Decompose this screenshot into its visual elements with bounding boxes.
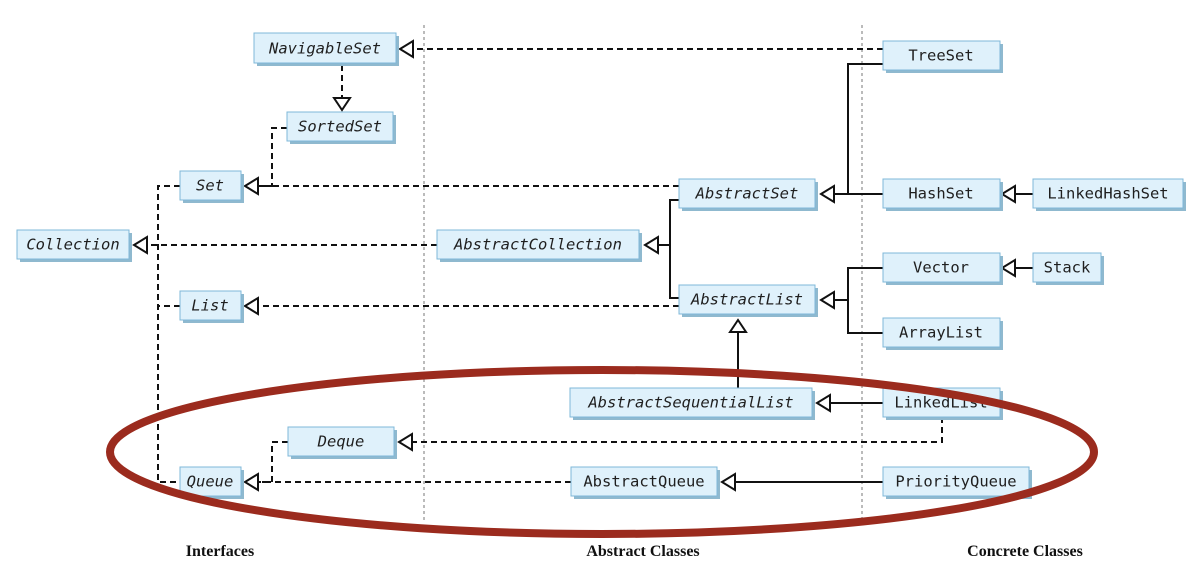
node-set-label: Set [196, 177, 224, 195]
edge-abstractset-abstractcollection [658, 199, 679, 246]
node-abstractcollection-label: AbstractCollection [453, 236, 622, 254]
node-linkedhashset-label: LinkedHashSet [1047, 185, 1168, 203]
node-treeset-label: TreeSet [908, 47, 973, 65]
node-set: Set [179, 170, 244, 203]
node-list-label: List [191, 297, 228, 315]
arrowhead-list [243, 296, 259, 316]
node-stack-label: Stack [1044, 259, 1091, 277]
node-collection-label: Collection [26, 236, 119, 254]
edge-treeset-abstractset [834, 63, 883, 195]
arrowhead-abstractsequentiallist [815, 393, 831, 413]
node-linkedhashset: LinkedHashSet [1032, 178, 1186, 211]
arrowhead-sortedset [332, 97, 352, 112]
edge-vector-abstractlist [834, 267, 883, 301]
node-abstractlist: AbstractList [678, 284, 818, 317]
column-label-abstract-classes: Abstract Classes [586, 543, 699, 560]
node-abstractlist-label: AbstractList [690, 291, 803, 309]
edge-set-trunk [157, 185, 180, 483]
node-deque: Deque [287, 426, 397, 459]
arrowhead-abstractset [819, 184, 835, 204]
node-deque-label: Deque [317, 433, 365, 451]
node-abstractqueue: AbstractQueue [570, 466, 720, 499]
node-abstractsequentiallist: AbstractSequentialList [569, 387, 815, 420]
edge-arraylist-abstractlist [847, 300, 883, 334]
node-abstractcollection: AbstractCollection [436, 229, 642, 262]
node-hashset: HashSet [882, 178, 1003, 211]
node-vector: Vector [882, 252, 1003, 285]
arrowhead-abstractlist [819, 290, 835, 310]
node-arraylist-label: ArrayList [899, 324, 983, 342]
node-priorityqueue-label: PriorityQueue [895, 473, 1016, 491]
arrowhead-hashset [1000, 184, 1016, 204]
arrowhead-abstractqueue [720, 472, 736, 492]
node-queue-label: Queue [187, 473, 234, 491]
column-label-interfaces: Interfaces [186, 543, 254, 560]
node-vector-label: Vector [913, 259, 969, 277]
node-sortedset: SortedSet [286, 111, 396, 144]
node-arraylist: ArrayList [882, 317, 1003, 350]
node-navigableset-label: NavigableSet [268, 40, 381, 58]
node-sortedset-label: SortedSet [298, 118, 382, 136]
node-stack: Stack [1032, 252, 1104, 285]
highlight-ellipse [106, 366, 1098, 538]
edge-abstractlist-abstractcollection [669, 245, 679, 299]
node-hashset-label: HashSet [908, 185, 973, 203]
arrowhead-abstractcollection [643, 235, 659, 255]
arrowhead-navigableset [398, 39, 414, 59]
column-label-concrete-classes: Concrete Classes [967, 543, 1083, 560]
node-priorityqueue: PriorityQueue [882, 466, 1032, 499]
arrowhead-set [243, 176, 259, 196]
node-abstractset: AbstractSet [678, 178, 818, 211]
edge-sortedset-set [258, 127, 287, 187]
node-navigableset: NavigableSet [253, 32, 399, 66]
node-collection: Collection [16, 229, 132, 262]
node-treeset: TreeSet [882, 40, 1003, 73]
node-abstractsequentiallist-label: AbstractSequentialList [587, 394, 793, 412]
edge-deque-queue [258, 441, 288, 483]
node-abstractset-label: AbstractSet [695, 185, 799, 203]
arrowhead-deque [397, 432, 413, 452]
arrowhead-abstractlist-from-sequential [728, 318, 748, 333]
arrowhead-collection [132, 235, 148, 255]
arrowhead-queue [243, 472, 259, 492]
edge-linkedlist-deque [412, 417, 943, 443]
arrowhead-vector [1000, 258, 1016, 278]
node-list: List [179, 290, 244, 323]
node-abstractqueue-label: AbstractQueue [583, 473, 704, 491]
